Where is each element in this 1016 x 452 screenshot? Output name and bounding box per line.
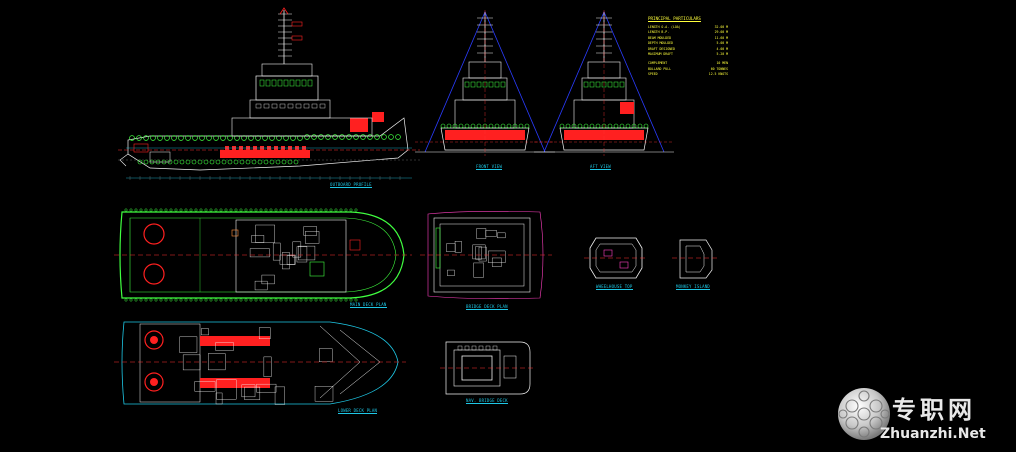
particulars-key: COMPLEMENT — [648, 61, 668, 66]
watermark-chinese-text: 专职网 — [892, 395, 976, 424]
label-wheelhouse-top: WHEELHOUSE TOP — [596, 284, 633, 290]
particulars-value: 29.00 M — [714, 30, 728, 35]
particulars-dimensions: LENGTH O.A. (LOA) 32.00 M LENGTH B.P. 29.0… — [648, 25, 728, 57]
particulars-value: 5.00 M — [716, 41, 728, 46]
particulars-key: DEPTH MOULDED — [648, 41, 673, 46]
label-front-view: FRONT VIEW — [476, 164, 503, 170]
particulars-key: SPEED — [648, 72, 658, 77]
particulars-key: BEAM MOULDED — [648, 35, 672, 40]
lower-deck-plan-view — [114, 321, 406, 405]
particulars-performance: COMPLEMENT 10 MEN BOLLARD PULL 60 TONNES S… — [648, 61, 728, 77]
outboard-profile-view — [118, 7, 420, 180]
label-bridge-deck-plan: BRIDGE DECK PLAN — [466, 304, 508, 310]
particulars-value: 10 MEN — [716, 61, 728, 66]
particulars-row: BEAM MOULDED 11.60 M — [648, 36, 728, 41]
particulars-row: BOLLARD PULL 60 TONNES — [648, 67, 728, 72]
principal-particulars-table: PRINCIPAL PARTICULARS LENGTH O.A. (LOA) 3… — [648, 16, 728, 78]
monkey-island-view — [672, 239, 720, 279]
particulars-value: 11.60 M — [714, 35, 728, 40]
particulars-row: LENGTH O.A. (LOA) 32.00 M — [648, 25, 728, 30]
watermark-url: Zhuanzhi.Net — [880, 426, 986, 442]
globe-icon — [838, 388, 890, 440]
particulars-row: DRAFT DESIGNED 4.00 M — [648, 47, 728, 52]
particulars-key: BOLLARD PULL — [648, 66, 672, 71]
label-aft-view: AFT VIEW — [590, 164, 611, 170]
particulars-row: DEPTH MOULDED 5.00 M — [648, 41, 728, 46]
bridge-deck-plan-view — [420, 211, 552, 299]
watermark: 专职网 Zhuanzhi.Net — [834, 384, 1014, 450]
particulars-value: 32.00 M — [714, 25, 728, 29]
particulars-key: DRAFT DESIGNED — [648, 46, 675, 51]
label-nav-bridge-deck: NAV. BRIDGE DECK — [466, 398, 508, 404]
label-lower-deck-plan: LOWER DECK PLAN — [338, 408, 378, 414]
particulars-row: LENGTH B.P. 29.00 M — [648, 30, 728, 35]
particulars-key: MAXIMUM DRAFT — [648, 51, 673, 56]
label-outboard-profile: OUTBOARD PROFILE — [330, 182, 372, 188]
particulars-key: LENGTH B.P. — [648, 30, 670, 35]
particulars-key: LENGTH O.A. (LOA) — [648, 25, 681, 29]
nav-bridge-deck-view — [440, 341, 536, 395]
label-monkey-island: MONKEY ISLAND — [676, 284, 710, 290]
particulars-value: 4.00 M — [716, 46, 728, 51]
label-main-deck-plan: MAIN DECK PLAN — [350, 302, 387, 308]
particulars-row: SPEED 12.5 KNOTS — [648, 72, 728, 77]
particulars-value: 60 TONNES — [710, 66, 728, 71]
main-deck-plan-view — [114, 208, 412, 302]
wheelhouse-top-view — [584, 237, 648, 279]
particulars-title: PRINCIPAL PARTICULARS — [648, 16, 701, 21]
particulars-row: COMPLEMENT 10 MEN — [648, 61, 728, 66]
aft-view — [534, 10, 674, 156]
front-view — [415, 10, 555, 156]
particulars-row: MAXIMUM DRAFT 5.20 M — [648, 52, 728, 57]
particulars-value: 12.5 KNOTS — [708, 72, 728, 77]
particulars-value: 5.20 M — [716, 51, 728, 56]
